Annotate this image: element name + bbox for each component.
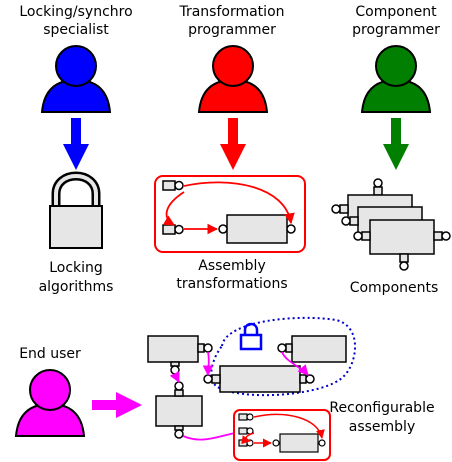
role-subtitle-component: programmer xyxy=(352,22,440,38)
component-box-icon xyxy=(147,335,213,375)
role-subtitle-transformation: programmer xyxy=(188,22,276,38)
component-box-icon xyxy=(353,219,451,271)
role-title-transformation: Transformation xyxy=(178,4,284,20)
reconfigurable-label-line1: Reconfigurable xyxy=(329,400,434,416)
component-box-icon xyxy=(277,335,347,363)
component-box-icon xyxy=(203,365,315,393)
role-subtitle-locking: specialist xyxy=(43,22,109,38)
role-title-component: Component xyxy=(355,4,437,20)
lock-region-outline xyxy=(210,316,356,397)
component-box-icon xyxy=(218,214,296,244)
output-components: Components xyxy=(350,280,439,296)
person-icon xyxy=(197,45,269,113)
output-transformation-line1: Assembly xyxy=(198,258,265,274)
reconfigurable-label-line2: assembly xyxy=(349,419,415,435)
right-arrow-icon xyxy=(92,392,142,418)
down-arrow-icon xyxy=(383,118,409,170)
output-transformation-line2: transformations xyxy=(176,276,287,292)
person-icon xyxy=(360,45,432,113)
padlock-icon xyxy=(239,322,263,351)
role-title-locking: Locking/synchro xyxy=(19,4,132,20)
person-icon xyxy=(40,45,112,113)
padlock-icon xyxy=(49,171,103,249)
down-arrow-icon xyxy=(220,118,246,170)
end-user-label: End user xyxy=(19,346,81,362)
output-locking-line2: algorithms xyxy=(39,279,114,295)
person-icon xyxy=(14,369,86,437)
component-box-icon xyxy=(272,433,326,453)
embedded-transformation-frame xyxy=(233,409,331,461)
component-box-icon xyxy=(155,381,203,439)
transformation-frame xyxy=(154,175,306,253)
output-locking-line1: Locking xyxy=(49,260,103,276)
components-stack xyxy=(331,178,451,271)
down-arrow-icon xyxy=(63,118,89,170)
